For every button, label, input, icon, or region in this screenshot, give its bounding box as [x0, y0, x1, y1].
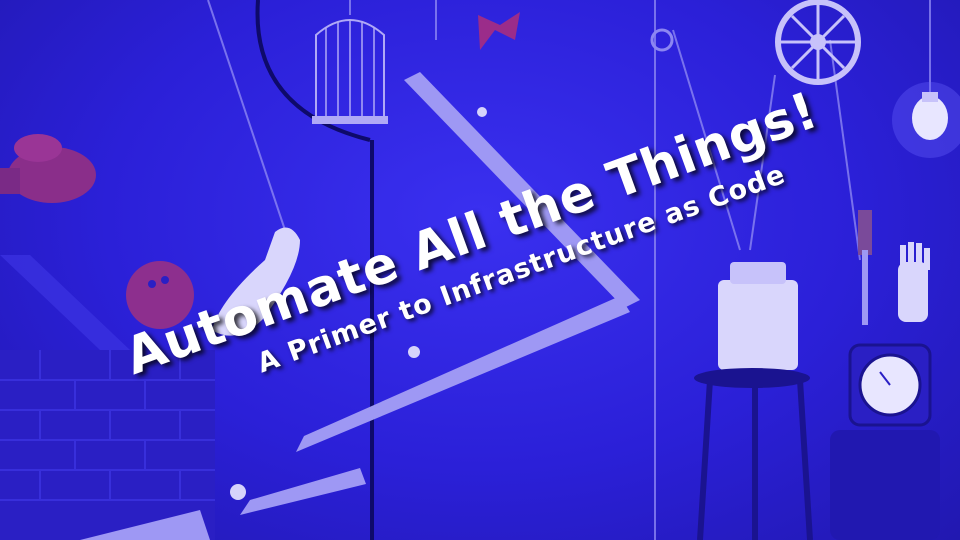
brick-wall-icon [0, 255, 215, 540]
birdcage-icon [312, 19, 388, 124]
ramp-icon [80, 72, 640, 540]
pulley-icon [775, 0, 861, 85]
jug-icon [718, 262, 798, 370]
boxing-glove-icon [0, 134, 96, 203]
scale-icon [848, 343, 932, 427]
hammer-icon [858, 210, 872, 325]
bowling-pin-icon [212, 227, 300, 336]
bowling-ball-icon [126, 261, 194, 329]
hand-icon [898, 242, 930, 322]
light-bulb-icon [892, 82, 960, 158]
